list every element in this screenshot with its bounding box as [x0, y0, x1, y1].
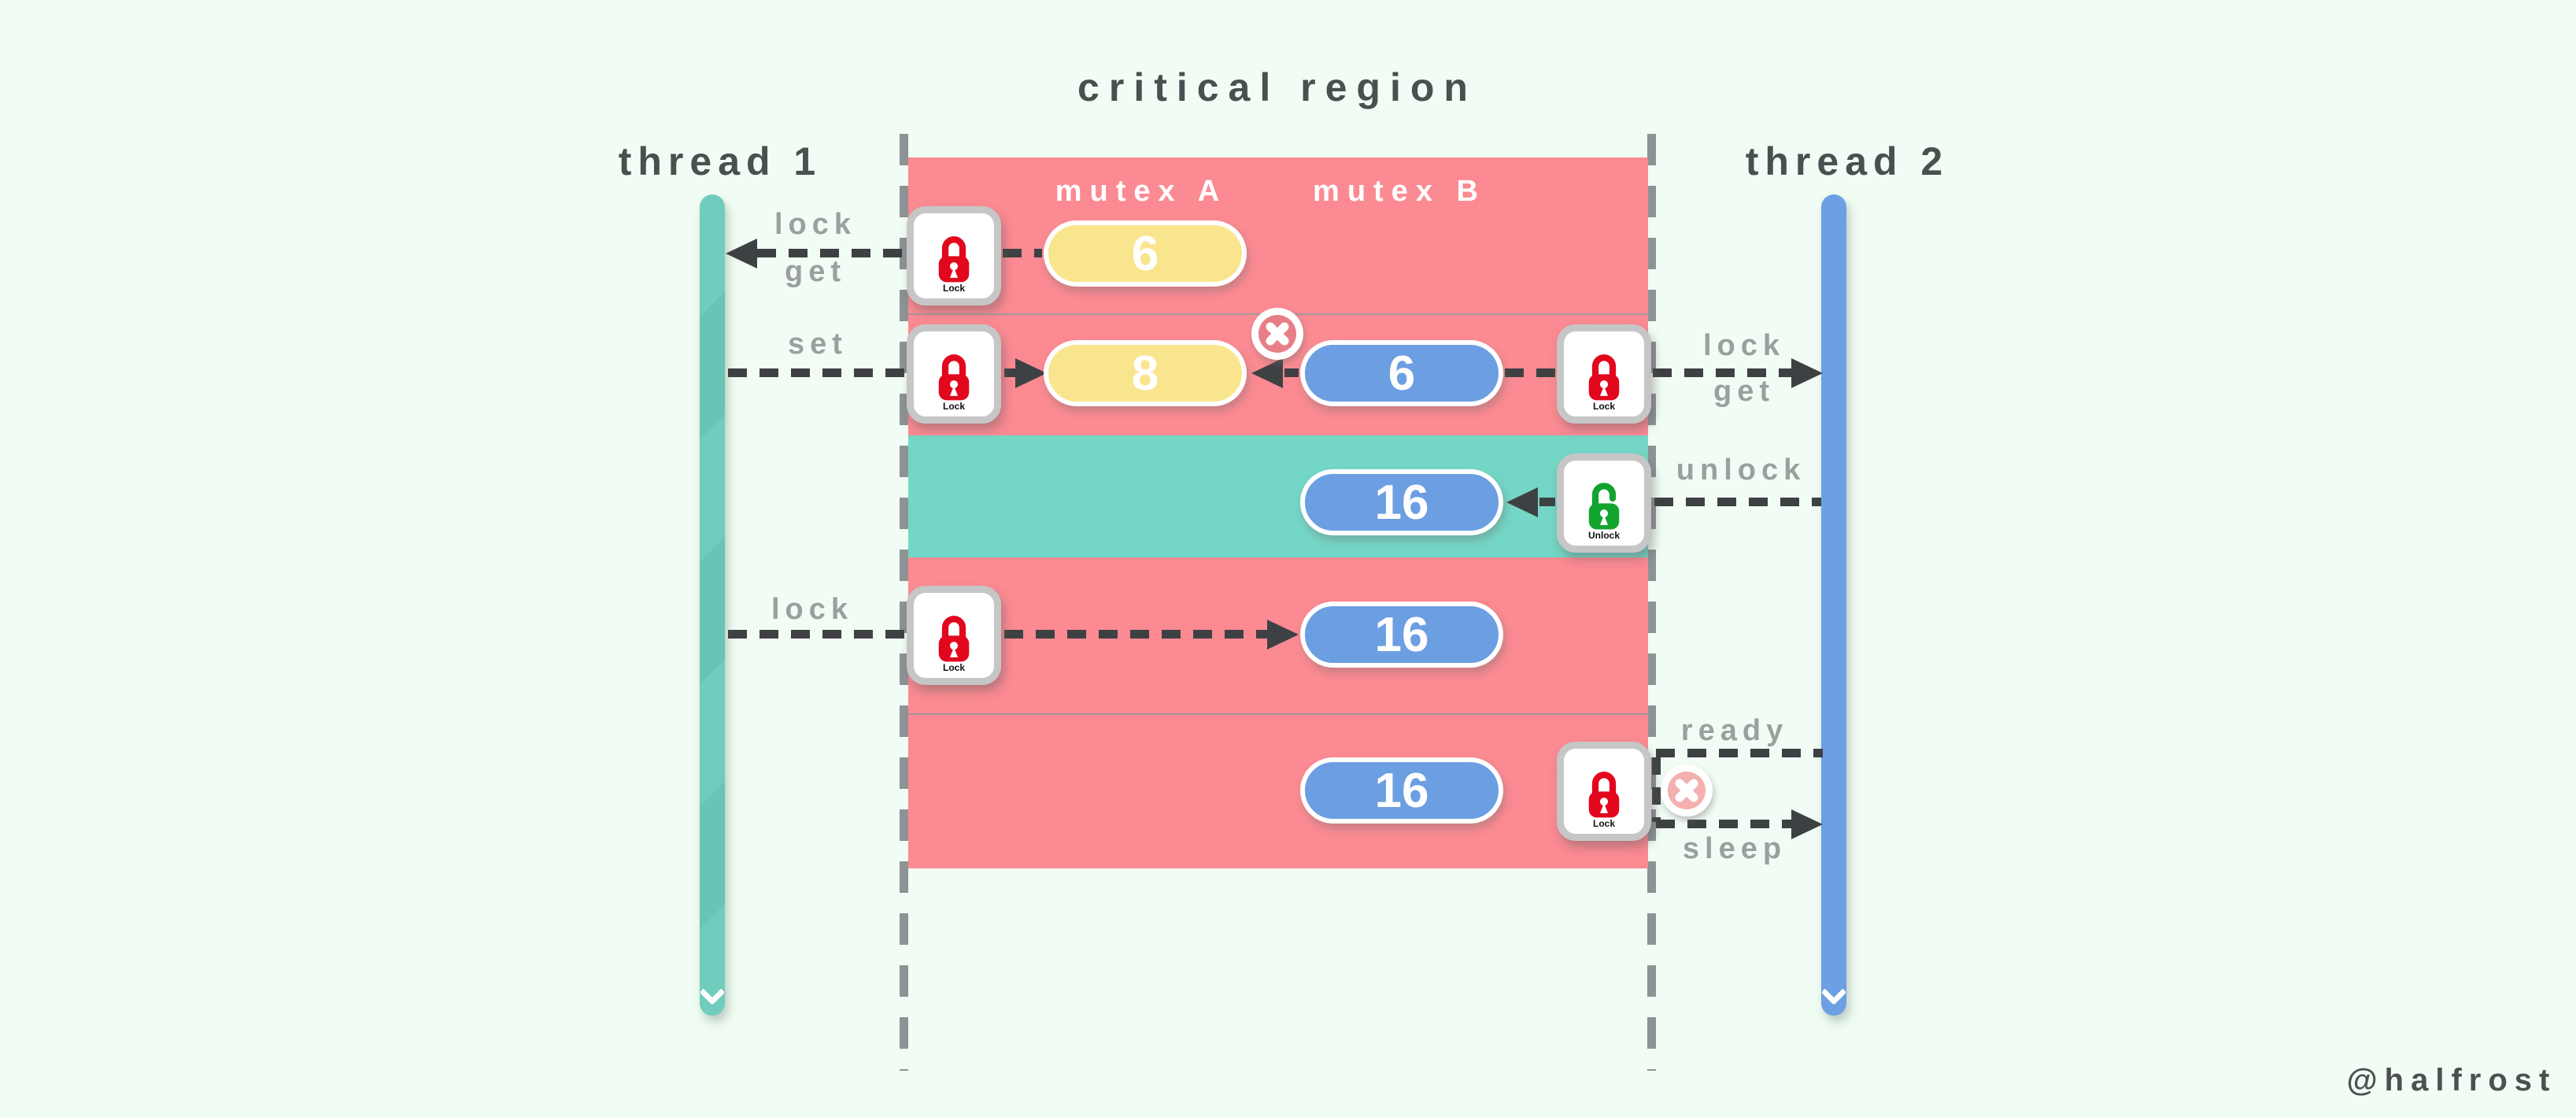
lock-caption: Lock [942, 662, 965, 673]
arrowhead-right [1267, 620, 1299, 650]
arrow-pill-to-lock [1505, 368, 1555, 377]
pill-value: 8 [1131, 346, 1159, 401]
thread-1-lifeline [699, 194, 726, 1016]
arrow-elbow [1652, 757, 1661, 822]
arrow-thread2-sleep [1656, 820, 1791, 828]
pill-value: 6 [1131, 226, 1159, 281]
lock-icon: Lock [907, 586, 1001, 685]
pill-value: 16 [1374, 607, 1429, 662]
arrow-thread2-to-unlock [1654, 498, 1821, 506]
watermark: @halfrost [2346, 1063, 2557, 1098]
arrow-pillB-to-pillA [1284, 368, 1299, 377]
lock-icon: Lock [907, 324, 1001, 424]
unlock-caption: Unlock [1587, 530, 1620, 541]
action-label-get: get [785, 255, 846, 288]
arrowhead-left [1506, 487, 1538, 517]
arrow-pill-to-lock [1003, 249, 1042, 257]
action-label-unlock: unlock [1676, 453, 1806, 487]
action-label-lock: lock [1702, 329, 1786, 362]
critical-region-boundary-right [1647, 134, 1656, 1071]
arrow-thread1-to-lock [728, 368, 905, 377]
arrow-lock-to-pill [1004, 630, 1267, 639]
chevron-down-icon [1820, 979, 1847, 1005]
page-title: critical region [1077, 65, 1477, 109]
arrowhead-left [1251, 358, 1283, 388]
lock-caption: Lock [942, 401, 965, 412]
mutex-a-label: mutex A [1055, 175, 1228, 208]
action-label-ready: ready [1680, 714, 1789, 747]
critical-region-boundary-left [900, 134, 908, 1071]
arrow-thread1-to-lock [728, 630, 905, 639]
padlock-open-icon [1588, 483, 1620, 530]
padlock-closed-icon [938, 354, 970, 401]
action-label-get: get [1713, 375, 1775, 408]
error-x-badge [1661, 764, 1713, 816]
thread-2-title: thread 2 [1745, 139, 1950, 183]
arrowhead-right [1791, 809, 1823, 839]
lock-caption: Lock [942, 283, 965, 294]
unlock-icon: Unlock [1557, 453, 1651, 553]
arrow-lock-to-pill [1004, 368, 1017, 377]
arrow-thread2-ready [1656, 749, 1823, 757]
pill-value: 16 [1374, 763, 1429, 818]
arrow-unlock-to-pill [1539, 498, 1555, 506]
padlock-closed-icon [938, 236, 970, 283]
mutex-b-value-pill: 16 [1300, 757, 1503, 824]
arrowhead-right [1791, 358, 1823, 388]
x-circle-icon [1251, 308, 1303, 360]
arrowhead-left [726, 239, 757, 268]
critical-region: mutex A mutex B [908, 157, 1648, 868]
action-label-lock: lock [771, 593, 854, 626]
lock-caption: Lock [1592, 401, 1615, 412]
pill-value: 16 [1374, 475, 1429, 530]
thread-1-title: thread 1 [618, 139, 822, 183]
arrowhead-right [1015, 358, 1047, 388]
padlock-closed-icon [1588, 354, 1620, 401]
pill-value: 6 [1388, 346, 1416, 401]
mutex-a-value-pill: 6 [1044, 220, 1247, 287]
action-label-set: set [788, 328, 848, 361]
lock-icon: Lock [1557, 324, 1651, 424]
mutex-b-value-pill: 16 [1300, 602, 1503, 668]
padlock-closed-icon [1588, 772, 1620, 818]
lock-icon: Lock [1557, 742, 1651, 841]
lock-icon: Lock [907, 206, 1001, 305]
row-divider [908, 713, 1648, 715]
arrow-lock-to-thread1 [757, 249, 905, 257]
mutex-b-label: mutex B [1313, 175, 1486, 208]
action-label-sleep: sleep [1682, 832, 1787, 865]
chevron-down-icon [699, 979, 726, 1005]
error-x-badge [1251, 308, 1303, 360]
padlock-closed-icon [938, 616, 970, 662]
mutex-b-value-pill: 16 [1300, 469, 1503, 535]
thread-2-lifeline [1820, 194, 1847, 1016]
arrow-lock-to-thread2 [1653, 368, 1791, 377]
x-circle-icon [1661, 764, 1713, 816]
mutex-a-value-pill: 8 [1044, 340, 1247, 406]
action-label-lock: lock [774, 208, 857, 241]
lock-caption: Lock [1592, 818, 1615, 829]
mutex-b-value-pill: 6 [1300, 340, 1503, 406]
